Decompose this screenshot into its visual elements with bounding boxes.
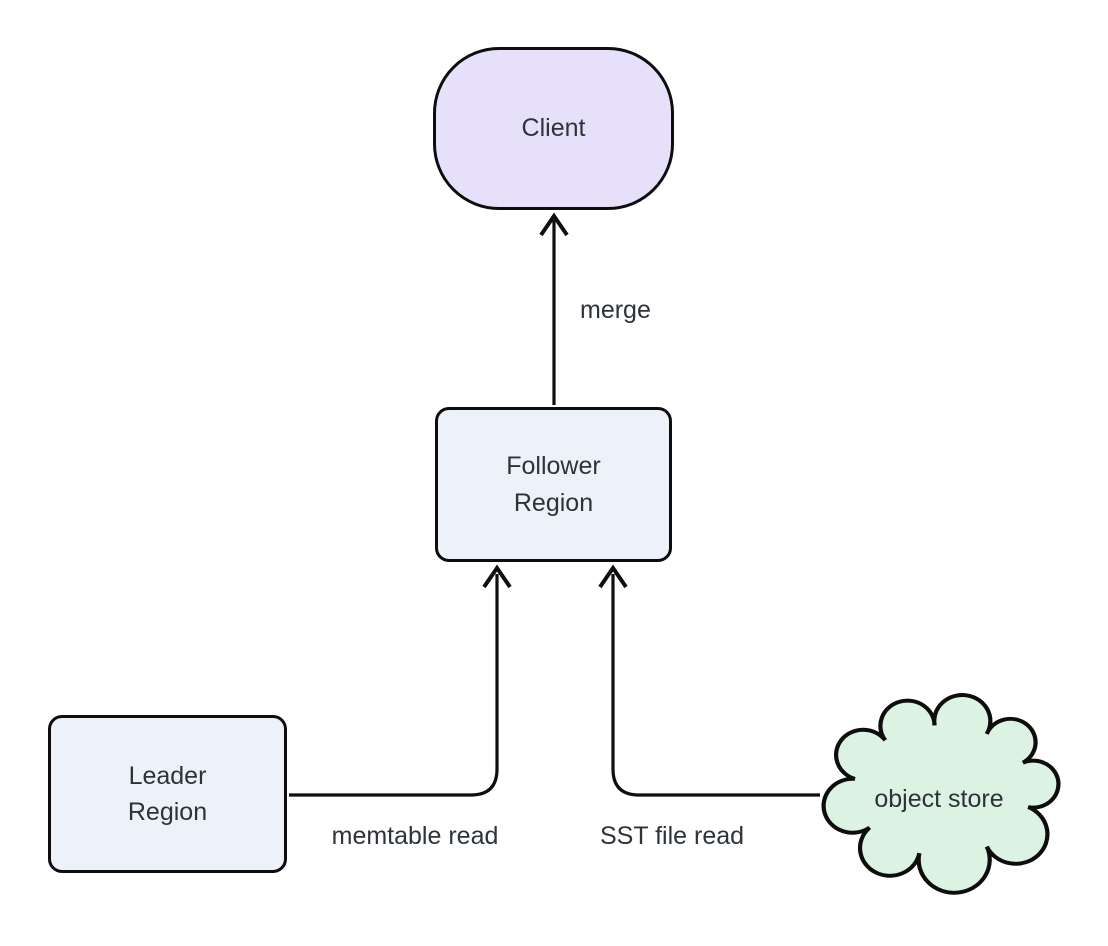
edge-memtable-read-line	[289, 574, 499, 797]
node-leader-region: Leader Region	[48, 715, 287, 873]
edge-sst-file-read-arrowhead-up-icon	[598, 564, 628, 589]
node-object-store-cloud-icon	[821, 693, 1061, 895]
edge-label-merge: merge	[580, 296, 651, 324]
node-follower-region: Follower Region	[435, 407, 672, 562]
node-follower-region-label: Follower Region	[506, 452, 601, 517]
node-object-store-label: object store	[874, 785, 1004, 813]
edge-merge	[539, 212, 569, 405]
edge-memtable-read	[289, 564, 512, 797]
edge-label-memtable-read: memtable read	[331, 822, 499, 850]
cloud-shape	[821, 693, 1061, 895]
node-client-label: Client	[521, 114, 586, 143]
edge-merge-arrowhead-up-icon	[539, 212, 569, 237]
edge-sst-file-read	[598, 564, 820, 797]
node-client: Client	[433, 47, 674, 210]
edge-sst-file-read-line	[611, 574, 820, 797]
edge-memtable-read-arrowhead-up-icon	[482, 564, 512, 589]
node-leader-region-label: Leader Region	[127, 761, 208, 826]
edge-label-sst-file-read: SST file read	[599, 822, 745, 850]
